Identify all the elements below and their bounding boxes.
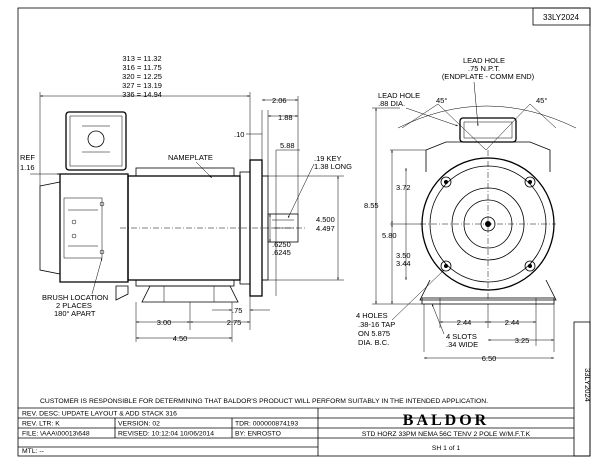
ref-label: REF [20, 153, 35, 162]
dim-2-06: 2.06 [272, 96, 287, 105]
shaft-dia-max: .6250 [272, 240, 291, 249]
dim-2-44-right: 2.44 [505, 318, 520, 327]
dim-3-50: 3.50 [396, 251, 411, 260]
dim-5-80: 5.80 [382, 231, 397, 240]
shaft [120, 213, 306, 243]
lead-hole-top-size: .75 N.P.T. [468, 64, 500, 73]
length-dim-336: 336 = 14.94 [122, 90, 162, 99]
comm-end-housing [39, 173, 129, 283]
nameplate-label: NAMEPLATE [168, 153, 213, 162]
terminal-box [65, 111, 127, 171]
brush-location-line2: 2 PLACES [56, 301, 92, 310]
rev-desc: REV. DESC: UPDATE LAYOUT & ADD STACK 316 [22, 411, 177, 418]
dim-3-25: 3.25 [515, 336, 530, 345]
pilot-dia-min: 4.497 [316, 224, 335, 233]
dim-3-44: 3.44 [396, 259, 411, 268]
length-dim-320: 320 = 12.25 [122, 72, 162, 81]
length-dim-316: 316 = 11.75 [122, 63, 161, 72]
dim-6-50: 6.50 [482, 354, 497, 363]
motor-body [127, 167, 241, 287]
brush-location-line1: BRUSH LOCATION [42, 293, 108, 302]
side-view: 313 = 11.32 316 = 11.75 320 = 12.25 327 … [20, 54, 352, 343]
sheet-number: SH 1 of 1 [432, 445, 461, 452]
holes-dia-bc: DIA. B.C. [358, 338, 389, 347]
rev-ltr: REV. LTR: K [22, 421, 60, 428]
angle-right: 45° [536, 96, 547, 105]
key-length: 1.38 LONG [314, 162, 352, 171]
holes-tap: .38-16 TAP [358, 320, 395, 329]
dim-2-44-left: 2.44 [457, 318, 472, 327]
ref-value: 1.16 [20, 163, 35, 172]
dim-5-88: 5.88 [280, 141, 295, 150]
end-view: LEAD HOLE .75 N.P.T. (ENDPLATE - COMM EN… [356, 56, 577, 363]
dim-4-50: 4.50 [173, 334, 188, 343]
drawing-number: 33LY2024 [543, 13, 579, 22]
lead-hole-top-location: (ENDPLATE - COMM END) [442, 72, 535, 81]
lead-hole-left-title: LEAD HOLE [378, 91, 420, 100]
revised-date: REVISED: 10:12:04 10/06/2014 [118, 431, 214, 438]
dim-0-75: .75 [232, 306, 242, 315]
dim-3-72: 3.72 [396, 183, 411, 192]
angle-left: 45° [436, 96, 447, 105]
key-size: .19 KEY [314, 154, 342, 163]
dim-8-55: 8.55 [364, 201, 379, 210]
slots-count: 4 SLOTS [446, 332, 477, 341]
version: VERSION: 02 [118, 421, 160, 428]
lead-hole-top-title: LEAD HOLE [463, 56, 505, 65]
tdr-number: TDR: 000000874193 [235, 421, 298, 428]
length-dim-327: 327 = 13.19 [122, 81, 162, 90]
material: MTL: -- [22, 448, 44, 455]
mounting-foot [115, 285, 239, 303]
dim-1-88: 1.88 [278, 113, 293, 122]
baldor-logo: BALDOR [403, 412, 489, 429]
title-block [18, 407, 574, 456]
length-dim-313: 313 = 11.32 [122, 54, 161, 63]
dim-2-75: 2.75 [227, 318, 242, 327]
file-path: FILE: \AAA\00013\648 [22, 431, 90, 438]
slots-width: .34 WIDE [446, 340, 478, 349]
pilot-dia-max: 4.500 [316, 215, 335, 224]
sheet-frame [17, 7, 591, 457]
holes-count: 4 HOLES [356, 311, 388, 320]
disclaimer-text: CUSTOMER IS RESPONSIBLE FOR DETERMINING … [40, 398, 488, 405]
dim-3-00: 3.00 [157, 318, 172, 327]
holes-bolt-circle: ON 5.875 [358, 329, 390, 338]
drawing-number-vertical: 33LY2024 [583, 368, 592, 402]
lead-hole-left-size: .88 DIA. [378, 99, 405, 108]
revised-by: BY: ENROSTO [235, 431, 281, 438]
brush-location-line3: 180° APART [54, 309, 96, 318]
shaft-dia-min: .6245 [272, 248, 291, 257]
dim-0-10: .10 [234, 130, 244, 139]
product-description: STD HORZ 33PM NEMA 56C TENV 2 POLE W/M.F… [362, 431, 531, 438]
